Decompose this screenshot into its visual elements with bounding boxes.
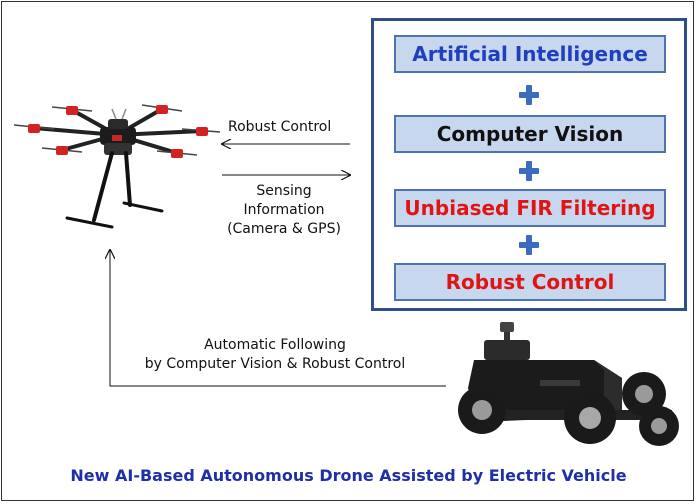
sensing-line-1: Sensing [256, 183, 312, 199]
hexacopter-drone-icon [13, 104, 221, 229]
following-arrow [110, 250, 446, 387]
automatic-following-label: Automatic Following by Computer Vision &… [120, 336, 430, 374]
diagram-caption: New AI-Based Autonomous Drone Assisted b… [70, 466, 627, 485]
robust-control-label: Robust Control [228, 119, 332, 135]
electric-vehicle-icon [458, 322, 679, 446]
box-robust-control: Robust Control [394, 263, 666, 301]
following-line-1: Automatic Following [204, 337, 346, 353]
box-computer-vision: Computer Vision [394, 115, 666, 153]
sensing-information-label: Sensing Information (Camera & GPS) [214, 182, 354, 239]
technology-panel: Artificial Intelligence Computer Vision … [371, 18, 687, 311]
plus-icon [519, 235, 539, 255]
following-line-2: by Computer Vision & Robust Control [144, 356, 406, 372]
sensing-line-3: (Camera & GPS) [227, 221, 341, 237]
plus-icon [519, 161, 539, 181]
plus-icon [519, 85, 539, 105]
box-unbiased-fir-filtering: Unbiased FIR Filtering [394, 189, 666, 227]
box-artificial-intelligence: Artificial Intelligence [394, 35, 666, 73]
sensing-line-2: Information [243, 202, 325, 218]
